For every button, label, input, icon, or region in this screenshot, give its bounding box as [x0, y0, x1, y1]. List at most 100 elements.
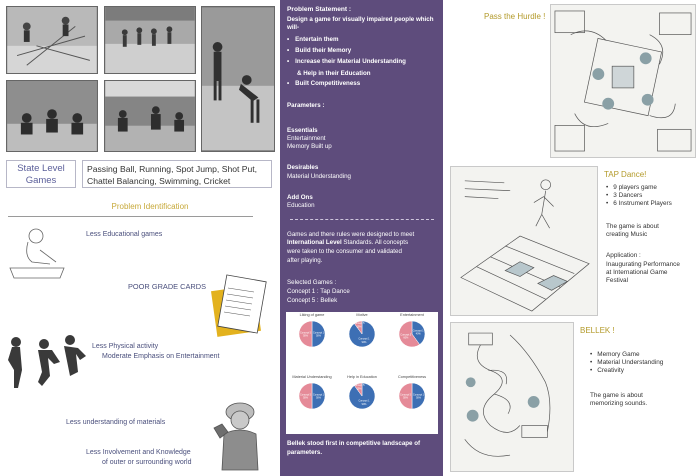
selected-games-title: Selected Games : — [287, 279, 337, 286]
tap-feature-item: 3 Dancers — [606, 192, 672, 200]
pie-slice-label: Concept 1 — [359, 400, 371, 403]
tap-application-title: Application : — [606, 252, 641, 259]
games-text-rest: Standards. All concepts — [341, 239, 409, 246]
grade-card-icon — [206, 274, 268, 340]
bellek-sketch — [450, 322, 574, 472]
games-text-line-4: after playing. — [287, 257, 323, 264]
tap-dance-title: TAP Dance! — [604, 170, 647, 179]
problem-moderate-emphasis: Moderate Emphasis on Entertainment — [102, 353, 220, 360]
pie-slice — [298, 320, 313, 348]
conclusion-line-1: Bellek stood first in competitive landsc… — [287, 440, 421, 447]
pie-slice — [398, 382, 413, 410]
problem-less-understanding: Less understanding of materials — [66, 419, 166, 426]
tap-application-line-2: at International Game — [606, 269, 668, 276]
goal-item-continued: & Help in their Education — [297, 70, 371, 77]
pie-slice — [411, 320, 426, 345]
pie-chart-title: Motive — [356, 313, 368, 317]
pie-chart-title: Competitiveness — [397, 375, 427, 379]
pie-slice-label: 50% — [316, 397, 322, 400]
pie-slice-label: 40% — [416, 333, 422, 336]
pie-slice-label: 50% — [416, 397, 422, 400]
problem-less-educational: Less Educational games — [86, 231, 163, 238]
pie-slice-label: 60% — [403, 337, 409, 340]
selected-concept-5: Concept 5 : Bellek — [287, 297, 338, 304]
pie-chart-title: Entertainment — [400, 313, 424, 317]
problem-statement-panel: Problem Statement : Design a game for vi… — [280, 0, 443, 476]
pie-slice-label: 50% — [303, 335, 309, 338]
pie-slice — [311, 320, 326, 348]
pie-chart-title: Liking of game — [299, 313, 325, 317]
photo-kids-playground — [104, 6, 196, 74]
goal-item: Entertain them — [287, 36, 406, 44]
divider — [8, 216, 253, 217]
problem-identification-title: Problem Identification — [111, 202, 189, 211]
pie-slice-label: Concept 1 — [413, 393, 425, 396]
tap-feature-item: 9 players game — [606, 184, 672, 192]
problem-less-involvement: Less Involvement and Knowledge — [86, 449, 191, 456]
pie-slice-label: 50% — [303, 397, 309, 400]
state-level-label: State Level Games — [6, 160, 76, 188]
photo-children-crafts — [6, 80, 98, 152]
silhouette-playing-kids-icon — [4, 332, 88, 390]
pie-slice — [354, 320, 363, 335]
tap-application-line-3: Festival — [606, 277, 629, 284]
pie-slice-label: Concept 5 — [400, 393, 412, 396]
worker-figure-icon — [210, 398, 270, 472]
addon-item: Education — [287, 202, 315, 209]
pie-slice — [311, 382, 326, 410]
pie-slice-label: Concept 5 — [354, 384, 366, 387]
desirables-title: Desirables — [287, 164, 319, 171]
pie-slice-label: 10% — [357, 325, 363, 328]
pie-slice-label: 50% — [403, 397, 409, 400]
tap-feature-item: 6 Instrument Players — [606, 200, 672, 208]
goals-list: Entertain them Build their Memory Increa… — [287, 36, 406, 66]
parameters-title: Parameters : — [287, 102, 325, 109]
goal-item: Build their Memory — [287, 47, 406, 55]
pie-chart-title: Help in Education — [347, 375, 377, 379]
problem-outer-world: of outer or surrounding world — [102, 459, 192, 466]
problem-statement-title: Problem Statement : — [287, 6, 352, 13]
pie-slice — [411, 382, 426, 410]
essential-item: Entertainment — [287, 135, 326, 142]
pie-slice-label: Concept 1 — [359, 338, 371, 341]
tap-dance-features: 9 players game 3 Dancers 6 Instrument Pl… — [606, 184, 672, 208]
bellek-feature-item: Creativity — [590, 367, 663, 375]
pie-slice — [398, 320, 420, 348]
pie-slice-label: Concept 5 — [354, 322, 366, 325]
tap-application-line-1: Inaugurating Performance — [606, 261, 680, 268]
photo-children-seated — [104, 80, 196, 152]
goal-item: Increase their Material Understanding — [287, 58, 406, 66]
bellek-about-line-1: The game is about — [590, 392, 643, 399]
essentials-title: Essentials — [287, 127, 318, 134]
photo-kids-drawing-ground — [6, 6, 98, 74]
pie-slice — [354, 382, 363, 397]
photo-child-bending — [201, 6, 275, 152]
goal-item: Built Competitiveness — [287, 80, 360, 88]
pie-chart-title: Material Understanding — [292, 375, 332, 379]
bellek-features: Memory Game Material Understanding Creat… — [590, 351, 663, 375]
pie-slice-label: 10% — [357, 387, 363, 390]
problem-statement-text: Design a game for visually impaired peop… — [287, 16, 434, 31]
pie-slice-label: 50% — [316, 335, 322, 338]
pie-slice-label: Concept 5 — [400, 333, 412, 336]
pie-slice-label: Concept 1 — [413, 329, 425, 332]
pie-slice-label: Concept 1 — [313, 393, 325, 396]
sketch-child-writing-icon — [6, 222, 68, 280]
state-level-games-list: Passing Ball, Running, Spot Jump, Shot P… — [82, 160, 272, 188]
bellek-about-line-2: memorizing sounds. — [590, 400, 648, 407]
desirable-item: Material Understanding — [287, 173, 351, 180]
tap-dance-sketch — [450, 166, 598, 316]
tap-about-line-1: The game is about — [606, 223, 659, 230]
selected-concept-1: Concept 1 : Tap Dance — [287, 288, 350, 295]
bellek-feature-item: Memory Game — [590, 351, 663, 359]
pass-the-hurdle-title: Pass the Hurdle ! — [484, 12, 546, 21]
conclusion-line-2: parameters. — [287, 449, 323, 456]
pie-slice-label: 90% — [362, 341, 368, 344]
games-text-line-1: Games and there rules were designed to m… — [287, 231, 415, 238]
